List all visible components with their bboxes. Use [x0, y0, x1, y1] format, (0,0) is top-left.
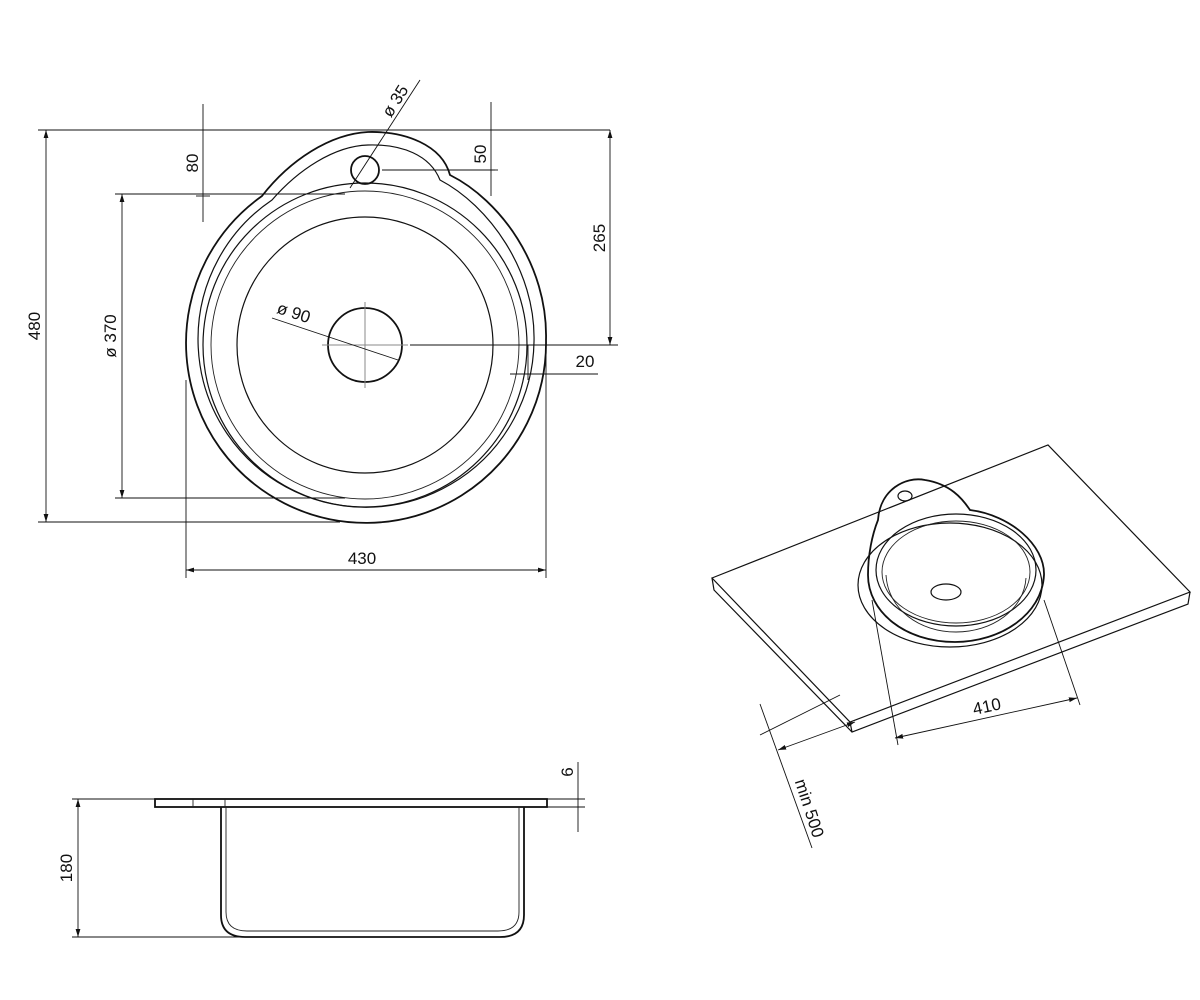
iso-bowl-top — [875, 513, 1037, 627]
bowl-profile — [220, 807, 525, 938]
dim-label-480: 480 — [25, 312, 44, 340]
leader-35 — [349, 79, 421, 189]
side-view: 180 6 — [57, 762, 585, 938]
dim-label-6: 6 — [558, 767, 577, 776]
outer-rim-outline — [185, 131, 547, 524]
iso-cutout — [857, 522, 1043, 648]
iso-bowl-inner — [881, 520, 1031, 624]
dim-label-500: min 500 — [791, 777, 828, 840]
dim-label-20: 20 — [576, 352, 595, 371]
iso-bowl-wall — [885, 574, 1027, 633]
dim-label-180: 180 — [57, 854, 76, 882]
tap-hole — [350, 155, 380, 185]
countertop-front-edge — [711, 577, 1191, 733]
rim-flange-line — [197, 144, 535, 508]
ext-line-410-left — [871, 599, 899, 746]
dim-label-90: ø 90 — [275, 298, 313, 327]
ext-line-410-right — [1043, 599, 1081, 706]
dim-label-50: 50 — [471, 145, 490, 164]
top-view: 480 ø 370 80 ø 35 50 265 ø 90 20 — [25, 79, 618, 578]
dim-label-35: ø 35 — [378, 82, 412, 121]
dim-label-370: ø 370 — [101, 314, 120, 357]
iso-tap-hole — [897, 490, 913, 502]
dim-label-430: 430 — [348, 549, 376, 568]
ext-line-500-left — [759, 703, 813, 849]
ext-line-500-top — [759, 694, 841, 736]
dim-label-80: 80 — [183, 154, 202, 173]
rim-profile — [154, 798, 548, 808]
iso-rim — [867, 478, 1045, 643]
dim-line-410 — [894, 697, 1078, 739]
countertop-top — [710, 444, 1192, 723]
dim-line-500 — [777, 721, 856, 751]
bowl-profile-inner — [225, 807, 520, 932]
iso-drain — [930, 583, 962, 601]
isometric-view: 410 min 500 — [710, 444, 1192, 849]
leader-90 — [271, 317, 399, 361]
dim-label-265: 265 — [590, 224, 609, 252]
